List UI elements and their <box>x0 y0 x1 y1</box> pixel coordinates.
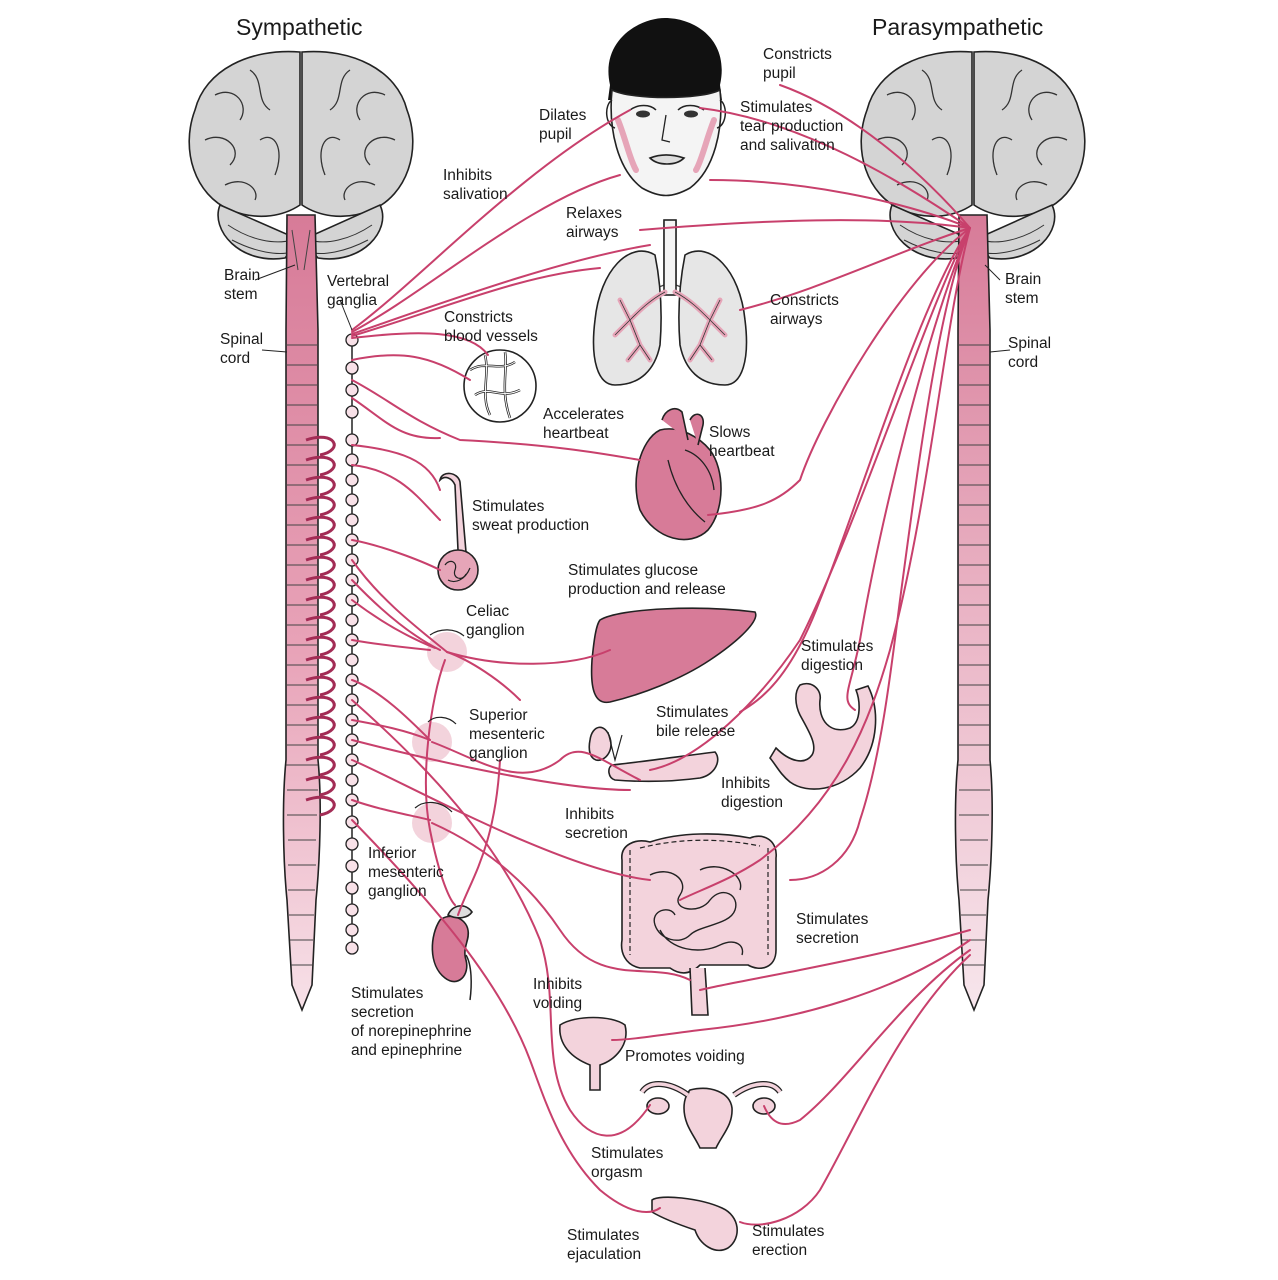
penis <box>651 1196 738 1252</box>
sweat-gland <box>437 472 479 591</box>
label-stimulates-ejaculation: Stimulates ejaculation <box>567 1227 642 1263</box>
label-constricts-pupil: Constricts pupil <box>763 46 832 82</box>
label-dilates-pupil: Dilates pupil <box>539 107 587 143</box>
brain-left <box>188 50 414 260</box>
label-superior-mesenteric: Superior mesenteric ganglion <box>469 707 545 762</box>
bladder <box>559 1016 627 1091</box>
label-stimulates-norepinephrine: Stimulates secretion of norepinephrine a… <box>351 985 472 1059</box>
leader-lines <box>254 264 1011 353</box>
label-relaxes-airways: Relaxes airways <box>566 205 622 241</box>
face <box>606 18 726 197</box>
label-promotes-voiding: Promotes voiding <box>625 1048 745 1065</box>
sympathetic-nerves <box>351 109 691 1213</box>
spinal-cord-left <box>282 214 321 1013</box>
label-inhibits-digestion: Inhibits digestion <box>721 775 784 811</box>
label-stimulates-sweat: Stimulates sweat production <box>472 498 590 534</box>
label-constricts-blood-vessels: Constricts blood vessels <box>444 309 538 345</box>
title-parasympathetic: Parasympathetic <box>872 14 1044 40</box>
label-stimulates-secretion: Stimulates secretion <box>796 911 869 947</box>
label-inhibits-salivation: Inhibits salivation <box>443 167 508 203</box>
label-stimulates-orgasm: Stimulates orgasm <box>591 1145 664 1181</box>
lungs <box>592 219 748 386</box>
label-stimulates-glucose: Stimulates glucose production and releas… <box>568 562 726 598</box>
blood-vessels <box>463 349 537 423</box>
label-inhibits-voiding: Inhibits voiding <box>533 976 583 1012</box>
vertebral-ganglia-chain <box>345 333 359 955</box>
label-constricts-airways: Constricts airways <box>770 292 839 328</box>
liver <box>590 607 757 704</box>
label-vertebral-ganglia: Vertebral ganglia <box>327 273 390 309</box>
label-brain-stem-right: Brain stem <box>1005 271 1042 307</box>
stomach <box>769 682 877 790</box>
label-brain-stem-left: Brain stem <box>224 267 261 303</box>
label-stimulates-digestion: Stimulates digestion <box>801 638 874 674</box>
label-inferior-mesenteric: Inferior mesenteric ganglion <box>368 845 444 900</box>
label-stimulates-bile: Stimulates bile release <box>656 704 736 740</box>
label-celiac-ganglion: Celiac ganglion <box>466 603 525 639</box>
ganglion-outlines <box>414 629 465 813</box>
label-spinal-cord-left: Spinal cord <box>220 331 264 367</box>
brain-right <box>860 50 1086 260</box>
spinal-cord-right <box>954 214 993 1013</box>
label-spinal-cord-right: Spinal cord <box>1008 335 1052 371</box>
label-stimulates-tear: Stimulates tear production and salivatio… <box>740 99 844 154</box>
label-accelerates-heartbeat: Accelerates heartbeat <box>543 406 624 442</box>
intestines <box>620 833 777 1016</box>
title-sympathetic: Sympathetic <box>236 14 363 40</box>
label-stimulates-erection: Stimulates erection <box>752 1223 825 1259</box>
label-inhibits-secretion: Inhibits secretion <box>565 806 628 842</box>
label-slows-heartbeat: Slows heartbeat <box>709 424 775 460</box>
uterus <box>639 1081 783 1149</box>
sympathetic-coils <box>305 435 336 817</box>
parasympathetic-nerves <box>611 84 971 1226</box>
heart <box>635 408 722 541</box>
